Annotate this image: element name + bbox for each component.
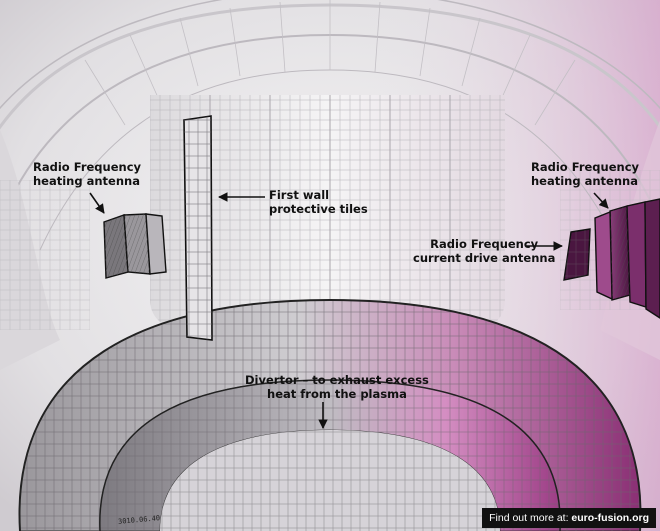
label-rf-heating-left: Radio Frequency heating antenna [33, 160, 141, 188]
rf-heating-antenna-left [103, 213, 167, 279]
label-line: Radio Frequency [33, 160, 142, 174]
label-line: Divertor – to exhaust excess [245, 373, 429, 387]
rf-current-drive-antenna [563, 228, 591, 281]
label-line: heating antenna [33, 174, 140, 188]
label-line: protective tiles [269, 202, 368, 216]
footer-link-box[interactable]: Find out more at: euro-fusion.org [482, 508, 656, 528]
arrow-rf-heating-right [593, 192, 609, 209]
label-rf-heating-right: Radio Frequency heating antenna [531, 160, 639, 188]
divertor-ring [18, 298, 642, 531]
left-vessel-wall [0, 130, 90, 370]
label-line: heat from the plasma [267, 387, 407, 401]
footer-link[interactable]: euro-fusion.org [571, 512, 649, 524]
label-line: Radio Frequency [531, 160, 640, 174]
central-column [150, 95, 505, 352]
label-divertor: Divertor – to exhaust excess heat from t… [245, 373, 429, 401]
first-wall-tiles-panel [183, 115, 213, 341]
label-line: Radio Frequency [430, 237, 539, 251]
label-rf-current-drive: Radio Frequency current drive antenna [413, 237, 555, 265]
annotation-arrows [89, 192, 609, 429]
arrow-rf-heating-left [89, 192, 105, 214]
footer-prefix: Find out more at: [489, 512, 569, 524]
label-first-wall: First wall protective tiles [269, 188, 368, 216]
label-line: current drive antenna [413, 251, 556, 265]
rf-heating-antenna-right [594, 198, 660, 319]
label-line: First wall [269, 188, 330, 202]
label-line: heating antenna [531, 174, 638, 188]
vessel-ceiling [0, 0, 660, 251]
